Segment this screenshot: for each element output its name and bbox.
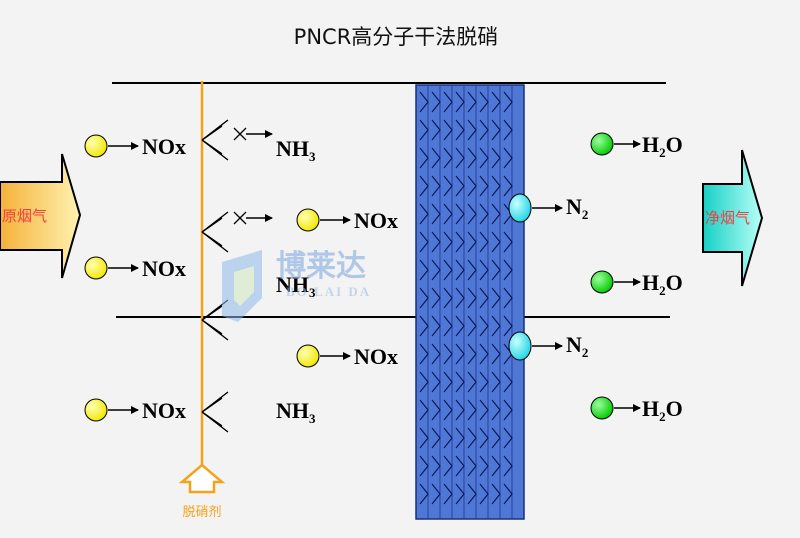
agent-inlet-arrow-icon xyxy=(178,463,226,494)
clean-flue-gas-label: 净烟气 xyxy=(705,209,750,227)
svg-text:NH3: NH3 xyxy=(276,398,316,426)
n2-particle: N2 xyxy=(508,193,588,223)
raw-flue-gas-label: 原烟气 xyxy=(2,207,47,225)
svg-text:NOx: NOx xyxy=(142,134,186,159)
svg-text:H2O: H2O xyxy=(642,270,683,298)
clean-flue-gas-arrow xyxy=(702,149,764,287)
n2-particle: N2 xyxy=(508,331,588,361)
spray-nozzle xyxy=(201,391,229,433)
nox-particle: NOx xyxy=(84,134,186,159)
spray-nozzle xyxy=(201,119,229,161)
h2o-particle: H2O xyxy=(590,132,683,160)
nh3-label: NH3 xyxy=(233,127,316,164)
svg-text:博莱达: 博莱达 xyxy=(276,249,366,284)
svg-text:NOx: NOx xyxy=(142,256,186,281)
svg-text:N2: N2 xyxy=(566,332,588,360)
raw-flue-gas-arrow xyxy=(0,153,82,279)
page-title: PNCR高分子干法脱硝 xyxy=(294,25,499,49)
spray-nozzle xyxy=(201,211,229,253)
catalyst-block xyxy=(415,84,525,520)
nox-particle: NOx xyxy=(84,256,186,281)
svg-text:NH3: NH3 xyxy=(276,136,316,164)
svg-text:H2O: H2O xyxy=(642,396,683,424)
spray-nozzle xyxy=(201,299,229,341)
svg-text:N2: N2 xyxy=(566,194,588,222)
agent-label: 脱硝剂 xyxy=(182,505,221,520)
svg-text:H2O: H2O xyxy=(642,132,683,160)
svg-text:BO LAI DA: BO LAI DA xyxy=(286,284,371,299)
svg-text:NH3: NH3 xyxy=(276,272,316,300)
watermark-logo: 博莱达 BO LAI DA xyxy=(222,249,371,322)
nh3-label: NH3 xyxy=(233,211,316,300)
nox-particle: NOx xyxy=(296,208,398,233)
nox-particle: NOx xyxy=(84,398,186,423)
svg-text:NOx: NOx xyxy=(354,208,398,233)
h2o-particle: H2O xyxy=(590,396,683,424)
nox-particle: NOx xyxy=(296,344,398,369)
svg-text:NOx: NOx xyxy=(142,398,186,423)
nh3-label: NH3 xyxy=(276,398,316,426)
svg-text:NOx: NOx xyxy=(354,344,398,369)
h2o-particle: H2O xyxy=(590,270,683,298)
